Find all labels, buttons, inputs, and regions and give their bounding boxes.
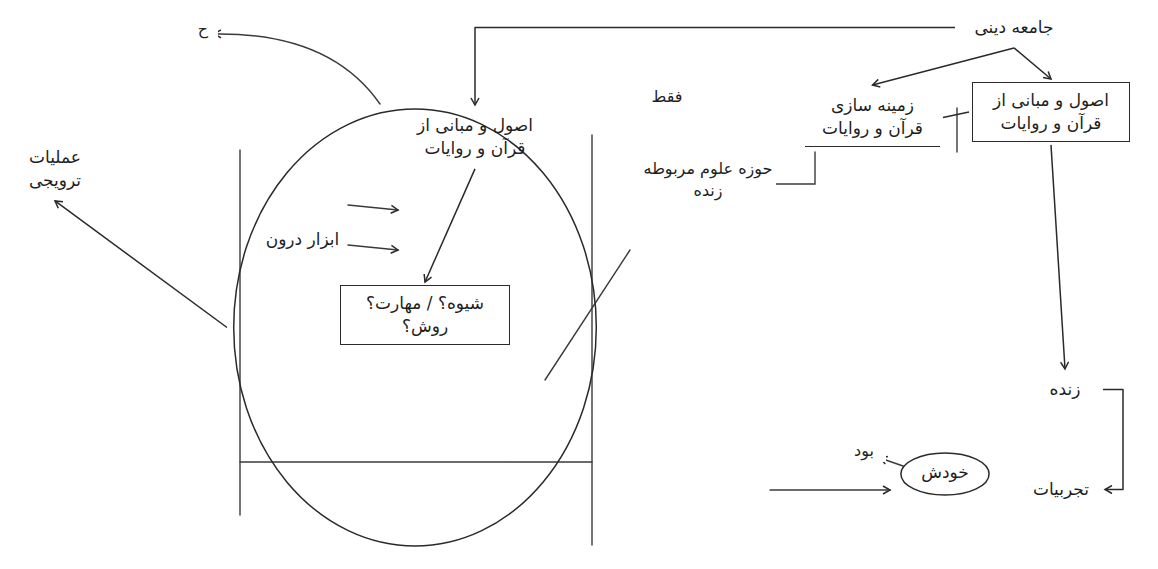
text-node: اصول و مبانی از قرآن و روایات (400, 108, 550, 166)
node-text: زنده (1036, 378, 1094, 401)
connector-arrow (425, 169, 475, 282)
region-ellipse: ابزار درون اصول و مبانی از قرآن و روایات ش… (230, 100, 600, 555)
connector-arrow (475, 28, 955, 106)
process-box: شیوه؟ / مهارت؟ روش؟ (340, 285, 510, 345)
text-node: تجربیات (1020, 472, 1102, 507)
note-label: حوزه علوم مربوطه زنده (640, 158, 776, 201)
note-label: فقط (640, 86, 694, 108)
node-text: اصول و مبانی از قرآن و روایات (979, 89, 1123, 135)
connector-arrow (1103, 390, 1123, 490)
title-node: جامعه دینی (958, 10, 1070, 45)
circled-word: خودش (900, 452, 990, 496)
node-text: عملیات ترویجی (16, 146, 94, 192)
note-label: بود (842, 440, 886, 462)
node-text: ابزار درون (255, 228, 350, 251)
text-node: عملیات ترویجی (10, 140, 100, 198)
note-label: ح (188, 18, 218, 40)
process-box: اصول و مبانی از قرآن و روایات (972, 82, 1130, 142)
connector-arrow (873, 48, 1015, 85)
connector-arrow (1051, 145, 1065, 369)
node-text: زمینه سازی قرآن و روایات (811, 94, 934, 140)
text-node: زنده (1030, 372, 1100, 407)
connector-arrow (943, 112, 969, 118)
pointer-arrow (770, 489, 890, 490)
node-text: تجربیات (1026, 478, 1096, 501)
node-text: خودش (906, 461, 984, 484)
curved-arrow (214, 34, 380, 104)
node-text: اصول و مبانی از قرآن و روایات (406, 114, 544, 160)
bracket-line (776, 152, 815, 184)
pointer-arrow (348, 245, 398, 250)
node-text: جامعه دینی (964, 16, 1064, 39)
connector-arrow (55, 201, 227, 328)
frame-line (240, 461, 592, 462)
connector-arrow (1014, 48, 1051, 79)
node-text: شیوه؟ / مهارت؟ روش؟ (347, 292, 503, 338)
underlined-note: زمینه سازی قرآن و روایات (805, 88, 940, 147)
frame-line (591, 135, 592, 545)
frame-line (239, 150, 240, 515)
slash-line (545, 250, 630, 380)
pointer-arrow (348, 205, 398, 210)
